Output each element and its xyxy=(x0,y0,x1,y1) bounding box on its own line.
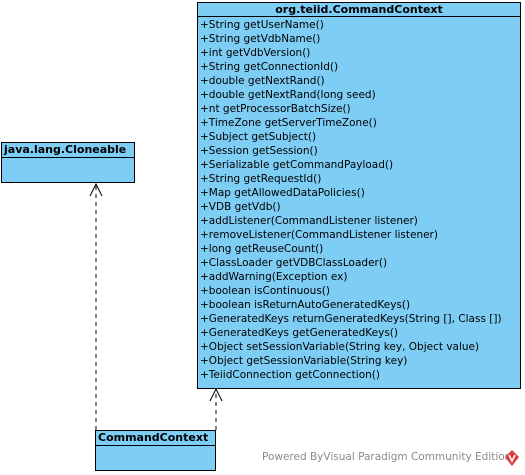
operation: +Session getSession() xyxy=(200,145,318,157)
operation: +addWarning(Exception ex) xyxy=(200,271,348,283)
operation: +VDB getVdb() xyxy=(200,201,281,213)
operation: +long getReuseCount() xyxy=(200,243,324,255)
operation: +double getNextRand(long seed) xyxy=(200,89,376,101)
operation: +String getConnectionId() xyxy=(200,61,339,73)
realization-to-command-context-interface xyxy=(209,387,223,430)
class-name: CommandContext xyxy=(96,431,215,446)
class-commandcontext[interactable]: CommandContext xyxy=(95,430,216,471)
open-arrowhead-icon xyxy=(209,387,223,402)
operation: +double getNextRand() xyxy=(200,75,325,87)
operation: +ClassLoader getVDBClassLoader() xyxy=(200,257,388,269)
operation: +nt getProcessorBatchSize() xyxy=(200,103,351,115)
realization-to-cloneable xyxy=(89,182,103,430)
operation: +boolean isReturnAutoGeneratedKeys() xyxy=(200,299,411,311)
operation: +GeneratedKeys getGeneratedKeys() xyxy=(200,327,398,339)
operation: +Object getSessionVariable(String key) xyxy=(200,355,408,367)
operation: +removeListener(CommandListener listener… xyxy=(200,229,438,241)
operation: +GeneratedKeys returnGeneratedKeys(Strin… xyxy=(200,313,502,325)
operation: +String getUserName() xyxy=(200,19,324,31)
watermark-text: Powered ByVisual Paradigm Community Edit… xyxy=(262,451,512,463)
open-arrowhead-icon xyxy=(89,182,103,197)
operation: +Object setSessionVariable(String key, O… xyxy=(200,341,480,353)
operation: +String getVdbName() xyxy=(200,33,321,45)
operation: +Map getAllowedDataPolicies() xyxy=(200,187,365,199)
operation: +addListener(CommandListener listener) xyxy=(200,215,418,227)
class-org-teiid-commandcontext[interactable]: org.teiid.CommandContext +String getUser… xyxy=(197,2,521,389)
operation: +String getRequestId() xyxy=(200,173,322,185)
operations-list: +String getUserName() +String getVdbName… xyxy=(198,17,520,382)
operation: +Subject getSubject() xyxy=(200,131,317,143)
operation: +TeiidConnection getConnection() xyxy=(200,369,380,381)
visual-paradigm-logo-icon xyxy=(505,450,519,466)
operation: +TimeZone getServerTimeZone() xyxy=(200,117,377,129)
class-name: java.lang.Cloneable xyxy=(2,143,134,158)
operation: +Serializable getCommandPayload() xyxy=(200,159,394,171)
operation: +int getVdbVersion() xyxy=(200,47,311,59)
operation: +boolean isContinuous() xyxy=(200,285,330,297)
class-name: org.teiid.CommandContext xyxy=(198,3,520,17)
class-java-lang-cloneable[interactable]: java.lang.Cloneable xyxy=(1,142,135,183)
